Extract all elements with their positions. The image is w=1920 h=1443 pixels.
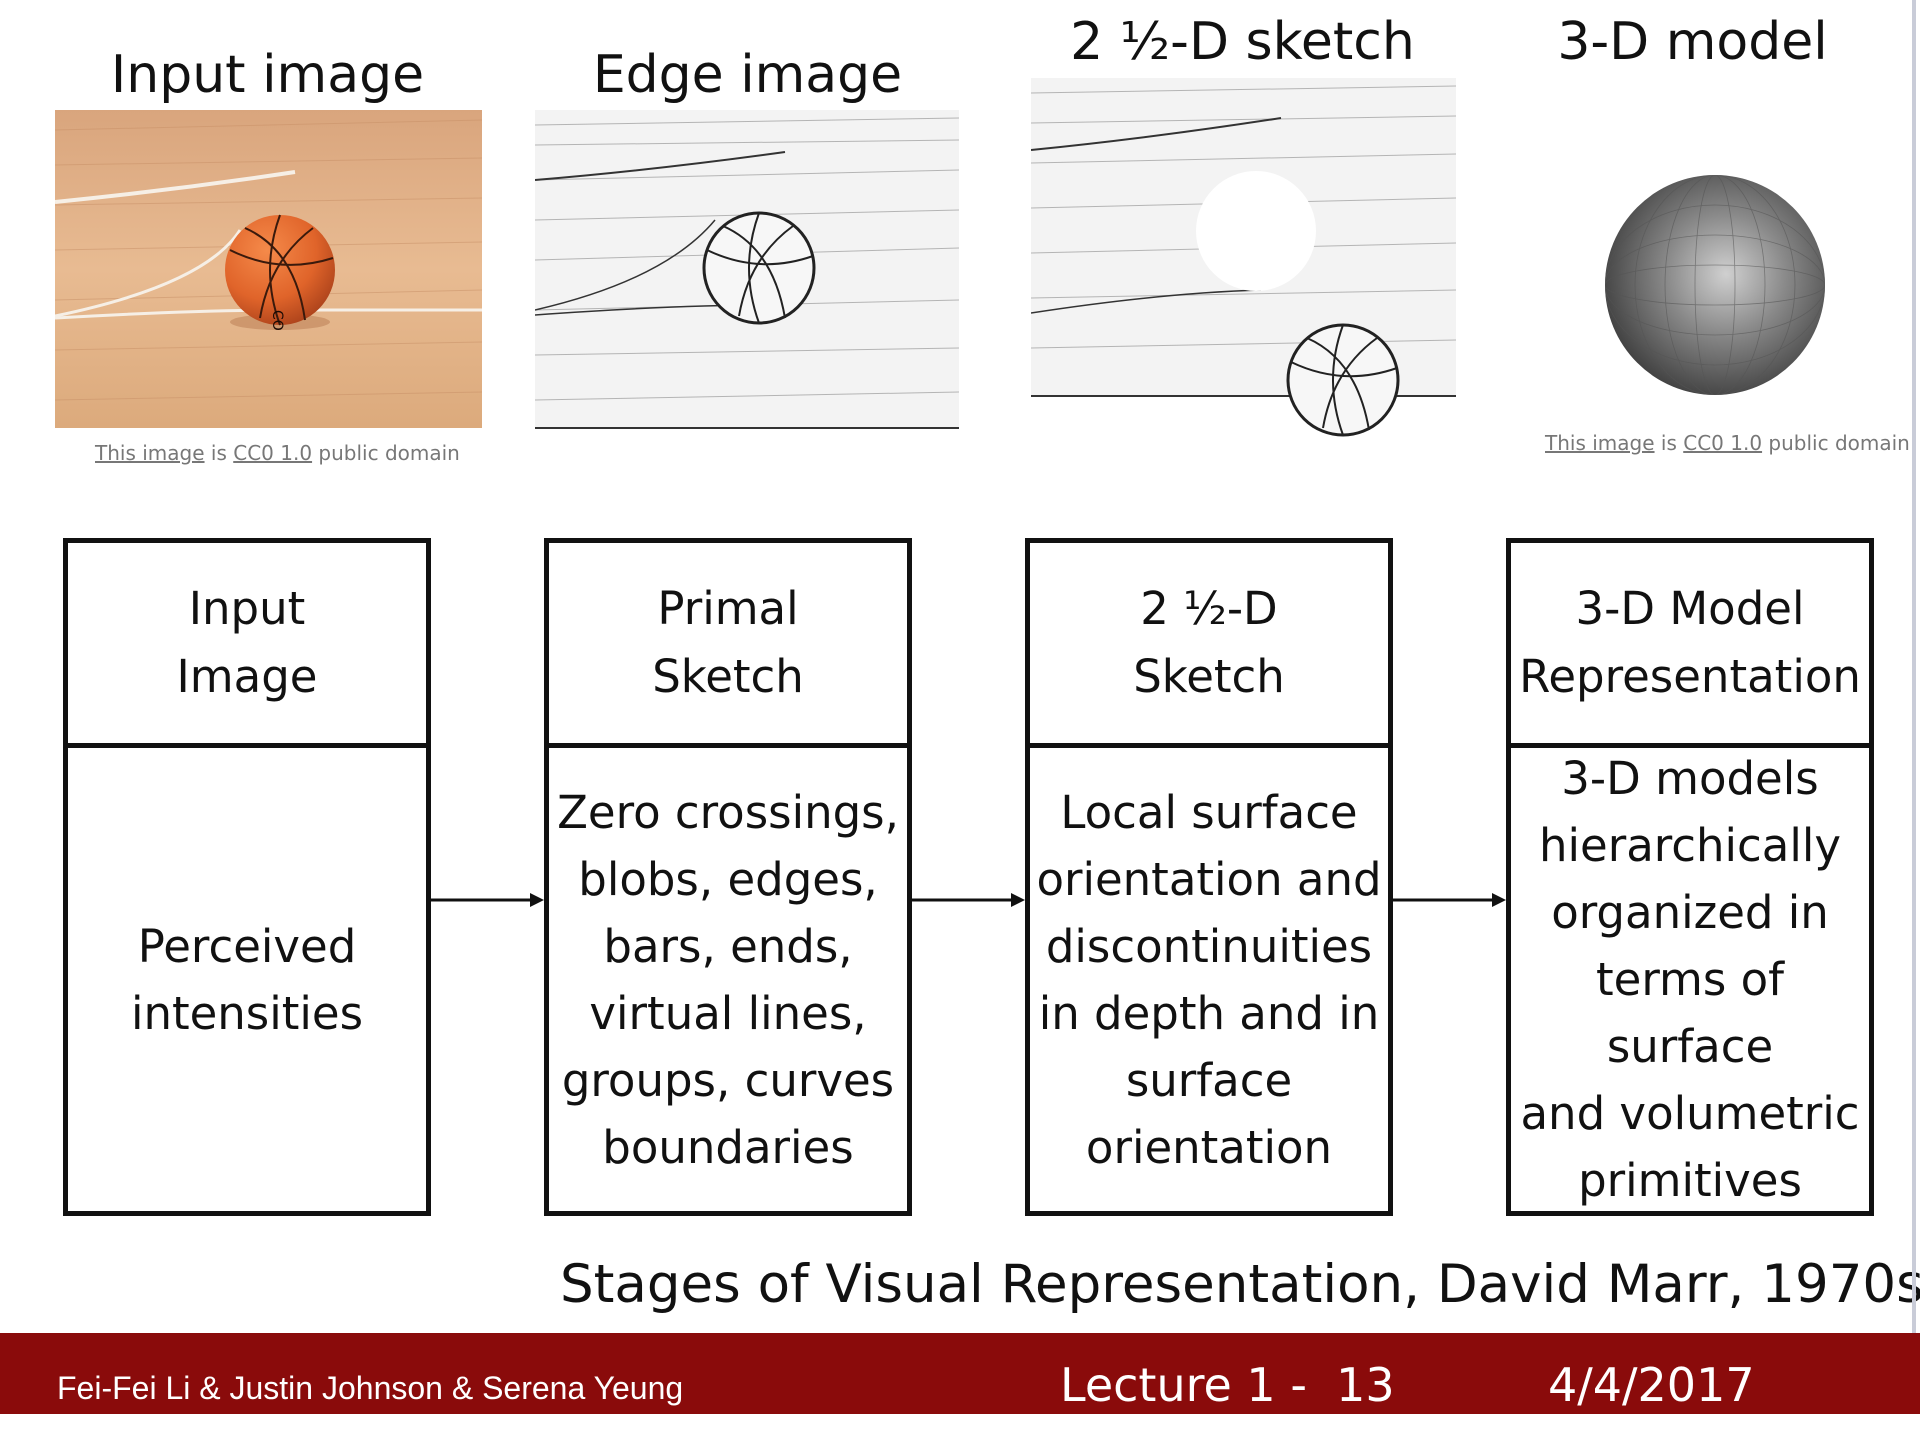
edge-image: [535, 110, 959, 430]
footer-authors: Fei-Fei Li & Justin Johnson & Serena Yeu…: [57, 1370, 684, 1406]
stage-description: 3-D models hierarchically organized in t…: [1520, 752, 1860, 1207]
svg-text:CO: CO: [269, 310, 285, 331]
credit-text: public domain: [312, 441, 460, 465]
faceted-sphere-model: [1600, 170, 1830, 400]
credit-text: is: [1654, 431, 1684, 455]
input-image-title: Input image: [110, 45, 425, 105]
basketball-photo: CO: [55, 110, 482, 428]
model-image-title: 3-D model: [1557, 12, 1828, 72]
two-half-d-sketch-image: [1031, 78, 1456, 448]
slide-caption: Stages of Visual Representation, David M…: [560, 1254, 1920, 1315]
sketch-image-title: 2 ½-D sketch: [1070, 12, 1415, 72]
arrow-1: [431, 893, 544, 907]
stage-box-3d-model: 3-D Model Representation 3-D models hier…: [1506, 538, 1874, 1216]
image-credit-right: This image is CC0 1.0 public domain: [1545, 431, 1910, 455]
footer-lecture-number: Lecture 1 - 13: [1060, 1358, 1395, 1412]
stage-description: Perceived intensities: [130, 919, 364, 1040]
stage-title: Input Image: [68, 543, 426, 748]
stage-box-primal-sketch: Primal Sketch Zero crossings, blobs, edg…: [544, 538, 912, 1216]
footer-date: 4/4/2017: [1548, 1358, 1755, 1412]
arrow-2: [912, 893, 1025, 907]
credit-text: is: [204, 441, 234, 465]
stage-description: Zero crossings, blobs, edges, bars, ends…: [557, 785, 899, 1174]
image-credit-left: This image is CC0 1.0 public domain: [95, 441, 460, 465]
edge-image-title: Edge image: [592, 45, 903, 105]
stage-title: 3-D Model Representation: [1511, 543, 1869, 748]
stage-title: 2 ½-D Sketch: [1030, 543, 1388, 748]
credit-license-link[interactable]: CC0 1.0: [233, 441, 313, 465]
credit-image-link[interactable]: This image: [95, 441, 205, 465]
right-edge-line: [1912, 0, 1916, 1333]
credit-text: public domain: [1762, 431, 1910, 455]
stage-box-input-image: Input Image Perceived intensities: [63, 538, 431, 1216]
credit-license-link[interactable]: CC0 1.0: [1683, 431, 1763, 455]
arrow-3: [1393, 893, 1506, 907]
stage-title: Primal Sketch: [549, 543, 907, 748]
footer-bar: Fei-Fei Li & Justin Johnson & Serena Yeu…: [0, 1333, 1920, 1414]
credit-image-link[interactable]: This image: [1545, 431, 1655, 455]
stage-box-two-half-d-sketch: 2 ½-D Sketch Local surface orientation a…: [1025, 538, 1393, 1216]
stage-description: Local surface orientation and discontinu…: [1036, 785, 1382, 1174]
